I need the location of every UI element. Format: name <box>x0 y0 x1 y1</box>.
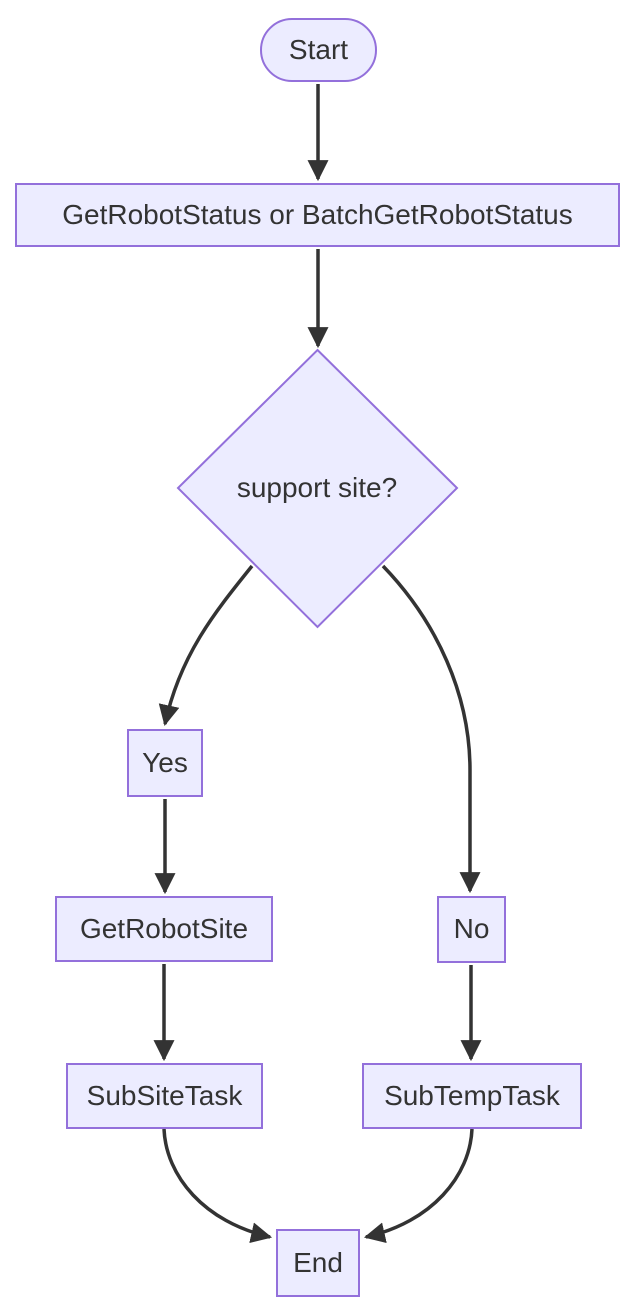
node-support-site: support site? <box>236 472 398 503</box>
node-get-robot-site: GetRobotSite <box>55 896 273 962</box>
node-yes: Yes <box>127 729 203 797</box>
node-start: Start <box>260 18 377 82</box>
edge-subtemptask-to-end <box>363 1128 474 1244</box>
node-sub-temp-task: SubTempTask <box>362 1063 582 1129</box>
node-end: End <box>276 1229 360 1297</box>
node-no: No <box>437 896 506 963</box>
edge-supportsite-to-yes <box>158 564 254 727</box>
node-support-site-shape <box>176 348 459 629</box>
edge-supportsite-to-no <box>381 564 481 894</box>
node-get-robot-status: GetRobotStatus or BatchGetRobotStatus <box>15 183 620 247</box>
node-sub-site-task: SubSiteTask <box>66 1063 263 1129</box>
edge-subsitetask-to-end <box>162 1128 273 1244</box>
